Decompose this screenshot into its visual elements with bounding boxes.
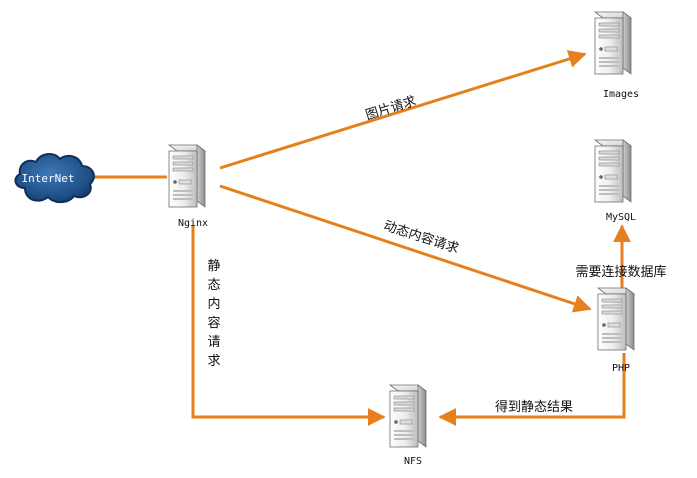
php-label: PHP bbox=[612, 363, 630, 374]
server-icon bbox=[594, 11, 632, 75]
static-request-char: 请 bbox=[207, 335, 220, 350]
server-icon bbox=[168, 144, 206, 208]
dynamic-request-label: 动态内容请求 bbox=[382, 218, 461, 257]
static-request-char: 求 bbox=[207, 354, 220, 369]
php-server-node bbox=[597, 287, 635, 351]
get-static-result-label: 得到静态结果 bbox=[495, 399, 573, 415]
images-label: Images bbox=[603, 89, 639, 100]
nginx-label: Nginx bbox=[178, 218, 208, 229]
server-icon bbox=[389, 384, 427, 448]
static-request-char: 静 bbox=[207, 259, 220, 274]
server-icon bbox=[594, 139, 632, 203]
static-request-char: 容 bbox=[207, 315, 220, 331]
db-connect-label: 需要连接数据库 bbox=[575, 264, 666, 280]
static-request-label: 静 态 内 容 请 求 bbox=[207, 259, 220, 369]
nfs-server-node bbox=[389, 384, 427, 448]
mysql-label: MySQL bbox=[606, 212, 636, 223]
internet-cloud-node: InterNet bbox=[14, 152, 95, 204]
static-request-char: 态 bbox=[207, 278, 220, 293]
edge-get-static-result bbox=[438, 353, 626, 426]
mysql-server-node bbox=[594, 139, 632, 203]
edge-image-request bbox=[219, 50, 587, 170]
internet-label: InterNet bbox=[22, 172, 75, 185]
static-request-char: 内 bbox=[207, 296, 220, 312]
edge-static-request bbox=[191, 225, 386, 426]
images-server-node bbox=[594, 11, 632, 75]
nfs-label: NFS bbox=[404, 456, 422, 467]
edge-dynamic-request bbox=[219, 184, 592, 313]
server-icon bbox=[597, 287, 635, 351]
nginx-server-node bbox=[168, 144, 206, 208]
image-request-label: 图片请求 bbox=[364, 94, 418, 124]
